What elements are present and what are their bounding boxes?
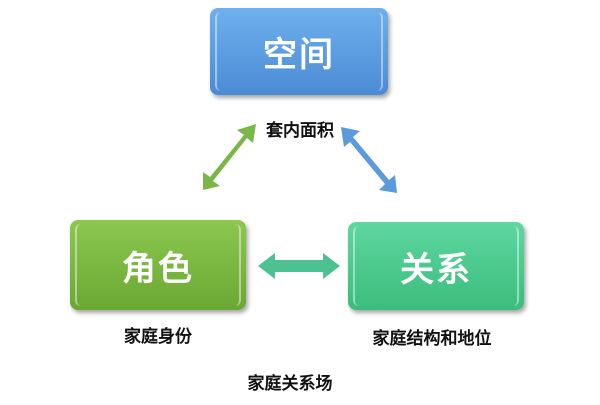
space-caption: 套内面积 — [266, 121, 334, 141]
role-node: 角色 — [70, 220, 246, 310]
relation-caption: 家庭结构和地位 — [372, 329, 492, 349]
arrow-role-space — [203, 124, 256, 190]
center-label: 家庭关系场 — [247, 374, 333, 394]
relation-title: 关系 — [400, 249, 472, 290]
arrow-role-relation — [258, 253, 340, 279]
arrow-space-relation — [341, 127, 397, 193]
space-title: 空间 — [263, 35, 335, 75]
relation-node: 关系 — [348, 222, 524, 310]
space-node: 空间 — [210, 8, 388, 95]
role-title: 角色 — [122, 248, 194, 289]
role-caption: 家庭身份 — [124, 327, 192, 347]
